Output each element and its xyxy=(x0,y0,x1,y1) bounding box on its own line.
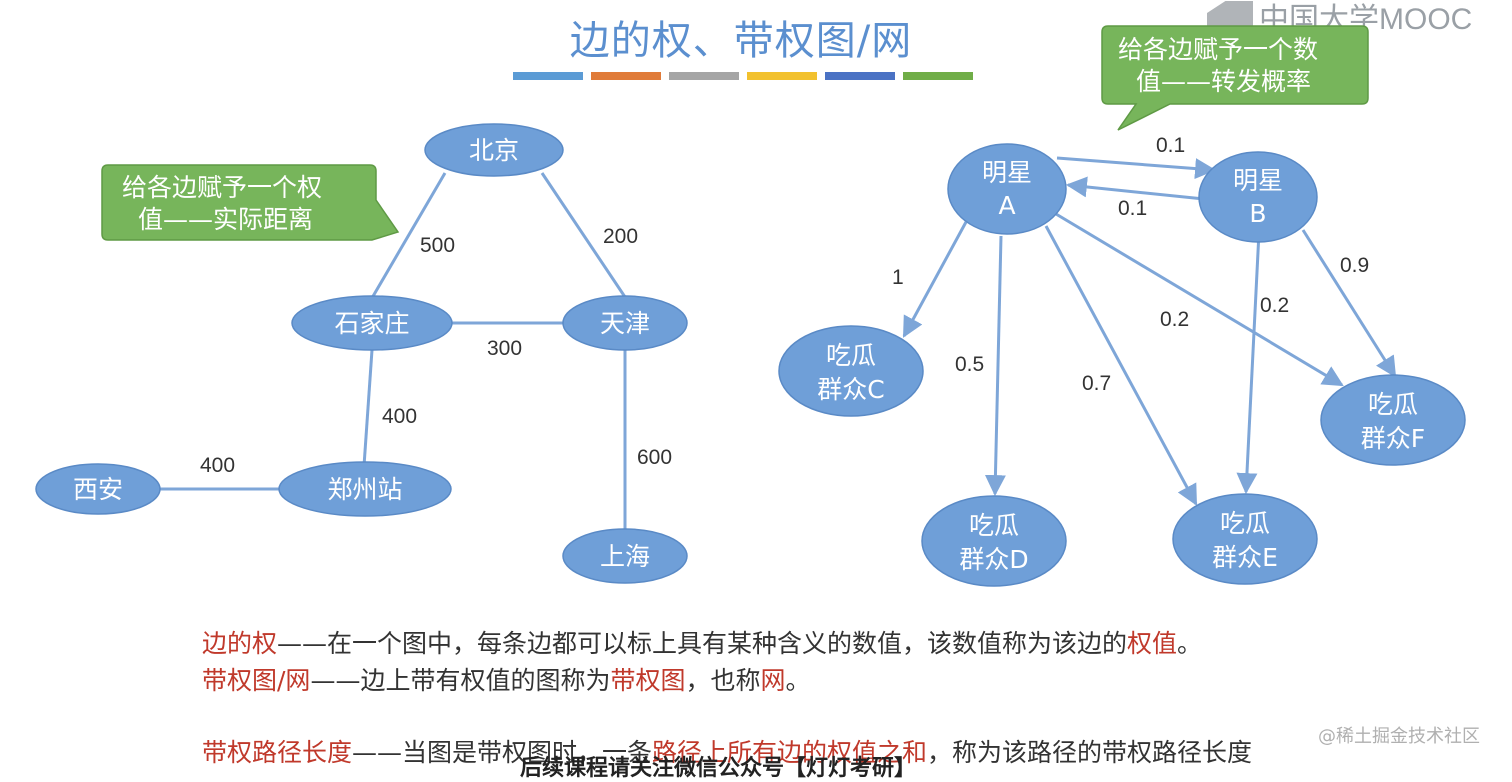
accent-stripe-1 xyxy=(513,72,583,80)
weight-a-c: 1 xyxy=(892,266,904,289)
edge-beijing-tianjin xyxy=(540,172,627,298)
node-shanghai[interactable]: 上海 xyxy=(562,528,688,584)
node-label-line1: 吃瓜 xyxy=(826,341,876,370)
node-label: 郑州站 xyxy=(327,475,402,504)
accent-stripes xyxy=(513,72,973,80)
node-star-b[interactable]: 明星 B xyxy=(1198,151,1318,243)
edge-a-e xyxy=(1044,225,1198,506)
node-viewer-d[interactable]: 吃瓜 群众D xyxy=(921,495,1067,587)
node-label-line2: A xyxy=(998,191,1015,220)
definition-weighted-path-length: 带权路径长度——当图是带权图时，一条路径上所有边的权值之和，称为该路径的带权路径… xyxy=(202,733,1252,769)
node-label: 石家庄 xyxy=(334,309,409,338)
node-tianjin[interactable]: 天津 xyxy=(562,295,688,351)
node-viewer-c[interactable]: 吃瓜 群众C xyxy=(778,325,924,417)
accent-stripe-6 xyxy=(903,72,973,80)
edge-beijing-shijiazhuang xyxy=(370,172,447,299)
edge-a-c xyxy=(902,221,968,338)
node-label-line1: 吃瓜 xyxy=(1220,509,1270,538)
weight-600: 600 xyxy=(637,446,672,469)
definition-end: ，称为该路径的带权路径长度 xyxy=(927,738,1253,767)
node-label-line2: 群众D xyxy=(959,545,1028,574)
node-zhengzhou[interactable]: 郑州站 xyxy=(278,461,452,517)
node-label: 天津 xyxy=(600,309,650,338)
edge-shijiazhuang-zhengzhou xyxy=(362,349,374,467)
node-shijiazhuang[interactable]: 石家庄 xyxy=(291,295,453,351)
definition-end: 。 xyxy=(1177,629,1203,658)
weight-a-d: 0.5 xyxy=(955,353,984,376)
node-beijing[interactable]: 北京 xyxy=(424,123,564,177)
weight-200: 200 xyxy=(603,225,638,248)
accent-stripe-2 xyxy=(591,72,661,80)
term-weighted-path-length: 带权路径长度 xyxy=(202,738,353,767)
node-label: 上海 xyxy=(600,542,650,571)
term-path-weight-sum: 路径上所有边的权值之和 xyxy=(652,738,928,767)
accent-stripe-3 xyxy=(669,72,739,80)
edge-b-e xyxy=(1236,231,1261,495)
node-label-line1: 吃瓜 xyxy=(969,511,1019,540)
term-network: 网 xyxy=(760,666,786,695)
weight-300: 300 xyxy=(487,337,522,360)
term-weighted-graph-2: 带权图 xyxy=(610,666,686,695)
node-label: 北京 xyxy=(469,136,519,165)
right-callout-line2: 值——转发概率 xyxy=(1136,67,1311,96)
node-label-line2: B xyxy=(1249,199,1266,228)
node-label-line1: 明星 xyxy=(1233,166,1283,195)
definition-body: ——边上带有权值的图称为 xyxy=(310,666,611,695)
node-label-line2: 群众E xyxy=(1212,543,1278,572)
weight-b-f: 0.9 xyxy=(1340,254,1369,277)
weight-a-f: 0.2 xyxy=(1160,308,1189,331)
definition-body: ——在一个图中，每条边都可以标上具有某种含义的数值，该数值称为该边的 xyxy=(277,629,1128,658)
node-label-line1: 明星 xyxy=(982,158,1032,187)
edge-a-f xyxy=(1055,212,1344,387)
node-viewer-e[interactable]: 吃瓜 群众E xyxy=(1172,493,1318,585)
bottom-watermark: 后续课程请关注微信公众号【灯灯考研】 xyxy=(520,756,917,781)
right-callout-bubble xyxy=(1101,25,1369,131)
slide-title: 边的权、带权图/网 xyxy=(569,18,913,64)
weight-a-b: 0.1 xyxy=(1156,134,1185,157)
weight-500: 500 xyxy=(420,234,455,257)
weight-b-a: 0.1 xyxy=(1118,197,1147,220)
left-callout-line1: 给各边赋予一个权 xyxy=(122,173,322,202)
right-graph: 给各边赋予一个数 值——转发概率 0.1 0.1 1 0.5 0.7 0.2 0… xyxy=(778,25,1466,587)
weight-400-vertical: 400 xyxy=(382,405,417,428)
definition-body: ——当图是带权图时，一条 xyxy=(352,738,653,767)
left-callout-bubble xyxy=(101,164,400,241)
node-xian[interactable]: 西安 xyxy=(35,463,161,515)
edge-b-a xyxy=(1065,176,1205,201)
accent-stripe-5 xyxy=(825,72,895,80)
left-callout-line2: 值——实际距离 xyxy=(138,205,313,234)
right-callout-line1: 给各边赋予一个数 xyxy=(1118,35,1318,64)
weight-b-e: 0.2 xyxy=(1260,294,1289,317)
edge-b-f xyxy=(1301,229,1397,378)
node-label-line1: 吃瓜 xyxy=(1368,390,1418,419)
term-weight-value: 权值 xyxy=(1127,629,1178,658)
weight-400-horizontal: 400 xyxy=(200,454,235,477)
definition-edge-weight: 边的权——在一个图中，每条边都可以标上具有某种含义的数值，该数值称为该边的权值。 xyxy=(202,624,1202,660)
definition-end: 。 xyxy=(785,666,811,695)
node-star-a[interactable]: 明星 A xyxy=(947,143,1067,235)
edge-a-b xyxy=(1056,156,1217,180)
left-graph: 给各边赋予一个权 值——实际距离 500 200 300 400 400 600… xyxy=(35,123,688,584)
term-weighted-graph: 带权图/网 xyxy=(202,666,311,695)
juejin-watermark: @稀土掘金技术社区 xyxy=(1318,726,1480,747)
accent-stripe-4 xyxy=(747,72,817,80)
node-viewer-f[interactable]: 吃瓜 群众F xyxy=(1320,374,1466,466)
weight-a-e: 0.7 xyxy=(1082,372,1111,395)
node-label: 西安 xyxy=(73,475,123,504)
definition-weighted-graph: 带权图/网——边上带有权值的图称为带权图，也称网。 xyxy=(202,661,811,697)
edge-a-d xyxy=(984,235,1006,497)
definition-mid: ，也称 xyxy=(685,666,761,695)
graphs-canvas: 给各边赋予一个权 值——实际距离 500 200 300 400 400 600… xyxy=(35,25,1466,587)
node-label-line2: 群众C xyxy=(817,375,884,404)
node-label-line2: 群众F xyxy=(1361,424,1425,453)
term-edge-weight: 边的权 xyxy=(202,629,278,658)
